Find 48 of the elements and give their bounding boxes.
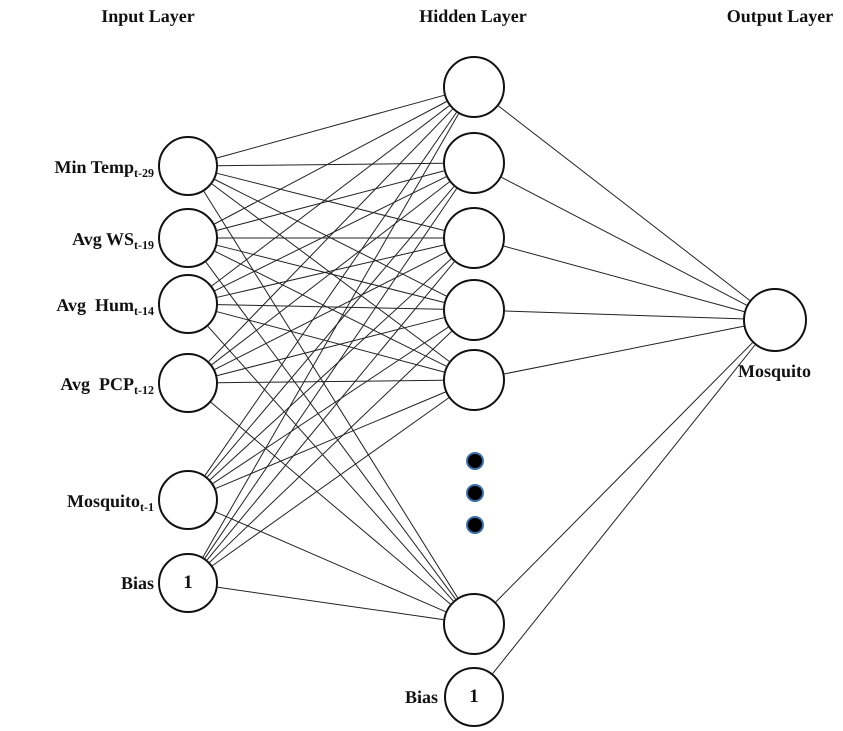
- neuron-label: Mosquito$_{t-1}$: [66, 492, 154, 513]
- neuron-label: Avg PCP$_{t-12}$: [60, 375, 154, 396]
- connection-line: [212, 397, 450, 566]
- connection-line: [503, 246, 745, 312]
- connection-line: [210, 258, 452, 480]
- connection-line: [218, 380, 444, 384]
- connection-line: [504, 310, 744, 320]
- neuron-circle: [443, 56, 505, 118]
- connection-line: [211, 105, 450, 286]
- neuron-label: Min Temp$_{t-29}$: [54, 158, 154, 179]
- connection-line: [218, 162, 444, 166]
- neuron-label: Bias: [404, 688, 438, 706]
- connection-line: [212, 326, 449, 484]
- connection-line: [214, 101, 448, 224]
- connection-line: [204, 112, 457, 476]
- neuron-label: Mosquito: [738, 362, 812, 380]
- connection-line: [206, 186, 454, 478]
- connection-line: [217, 586, 444, 620]
- neuron-circle: [443, 207, 505, 269]
- connection-line: [504, 326, 744, 374]
- neuron-circle: [443, 593, 505, 655]
- neuron-circle: [158, 470, 218, 530]
- neuron-circle: [158, 208, 218, 268]
- connection-line: [216, 317, 444, 376]
- connection-line: [215, 392, 446, 489]
- connection-line: [208, 326, 454, 602]
- bias-neuron-circle: 1: [444, 667, 504, 727]
- connection-line: [498, 106, 750, 301]
- connection-line: [216, 311, 444, 372]
- layer-heading: Input Layer: [101, 6, 195, 27]
- connection-line: [210, 402, 451, 604]
- layer-heading: Hidden Layer: [419, 6, 527, 27]
- neuron-label: Bias: [120, 574, 154, 592]
- connection-line: [495, 342, 753, 602]
- neuron-circle: [158, 274, 218, 334]
- layer-heading: Output Layer: [726, 6, 834, 27]
- connection-line: [209, 330, 452, 563]
- connection-line: [216, 94, 445, 158]
- neuron-label: Avg Hum$_{t-14}$: [56, 296, 154, 317]
- neuron-label: Avg WS$_{t-19}$: [72, 230, 154, 251]
- neuron-circle: [443, 132, 505, 194]
- connection-line: [208, 108, 453, 362]
- bias-neuron-circle: 1: [158, 553, 218, 613]
- connection-line: [501, 176, 748, 306]
- connection-line: [492, 344, 756, 674]
- connection-line: [218, 304, 444, 310]
- connection-line: [202, 113, 459, 558]
- connection-line: [215, 511, 446, 612]
